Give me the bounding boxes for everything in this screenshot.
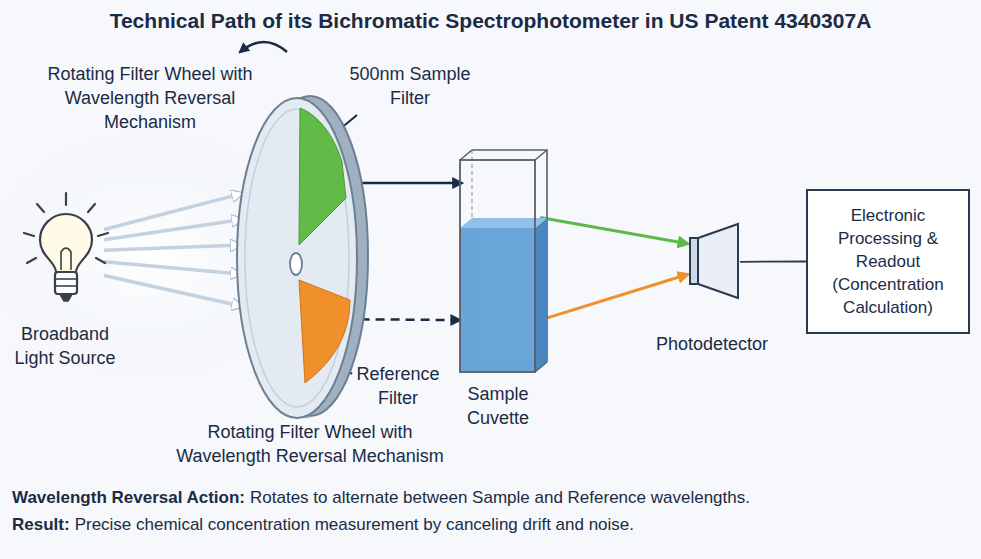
filter-wheel-icon	[236, 97, 368, 419]
light-arrow	[104, 276, 242, 307]
light-arrow	[104, 245, 241, 250]
box-text: Electronic Processing & Readout (Concent…	[808, 196, 968, 327]
light-ray	[88, 204, 95, 212]
light-ray	[98, 233, 108, 236]
filter-label: 500nm Sample Filter	[345, 62, 475, 110]
light-ray	[37, 204, 44, 212]
bulb-thread	[55, 285, 77, 287]
cuvette-front	[460, 160, 535, 372]
filter-wheel: Rotating Filter Wheel with Wavelength Re…	[236, 97, 368, 419]
diagram-title: Technical Path of its Bichromatic Spectr…	[0, 9, 981, 33]
cuvette-icon	[460, 150, 550, 375]
bulb-base	[55, 272, 77, 294]
wheel-hub	[290, 253, 302, 275]
light-source: Broadband Light Source	[28, 195, 104, 310]
node-label: Rotating Filter Wheel with Wavelength Re…	[170, 420, 450, 468]
cuvette-edges	[460, 150, 547, 372]
light-bulb-icon	[28, 195, 104, 310]
liquid-front	[460, 228, 535, 372]
caption-heading: Result:	[12, 514, 70, 536]
node-label: Rotating Filter Wheel with Wavelength Re…	[35, 62, 265, 134]
liquid-top	[460, 218, 547, 228]
sample-beam	[352, 182, 462, 185]
light-arrow	[104, 262, 241, 274]
liquid-side	[535, 218, 547, 372]
caption-heading: Wavelength Reversal Action:	[12, 487, 245, 509]
light-ray	[27, 258, 36, 263]
caption-text: Precise chemical concentration measureme…	[75, 514, 634, 536]
light-ray	[24, 233, 34, 236]
caption-text: Rotates to alternate between Sample and …	[250, 487, 750, 509]
photodetector-icon	[688, 222, 740, 300]
light-ray	[96, 258, 105, 263]
bulb-filament	[61, 248, 71, 270]
node-label: Photodetector	[642, 332, 782, 356]
rotation-arrow	[240, 42, 287, 52]
photodetector: Photodetector	[688, 222, 740, 300]
caption-row: Wavelength Reversal Action:Rotates to al…	[12, 487, 755, 509]
node-label: Broadband Light Source	[5, 322, 125, 370]
caption-row: Result:Precise chemical concentration me…	[12, 514, 639, 536]
light-ray	[65, 193, 67, 205]
sample-beam-out	[540, 218, 688, 244]
reference-beam-out	[540, 274, 688, 320]
wheel-face	[237, 98, 357, 418]
sample-filter-segment	[299, 108, 346, 245]
bulb-thread	[55, 278, 77, 280]
filter-label: Reference Filter	[343, 362, 453, 410]
reference-filter-segment	[299, 280, 350, 383]
node-label: Sample Cuvette	[448, 382, 548, 430]
detector-window	[690, 238, 698, 284]
bulb-glass	[40, 214, 92, 272]
detector-body	[698, 224, 738, 298]
wheel-ring	[245, 109, 349, 407]
signal-wire	[740, 261, 806, 263]
process-box: Electronic Processing & Readout (Concent…	[806, 189, 970, 334]
sample-cuvette: Sample Cuvette	[460, 150, 550, 375]
bulb-tip	[60, 294, 72, 301]
light-arrow	[104, 219, 242, 239]
